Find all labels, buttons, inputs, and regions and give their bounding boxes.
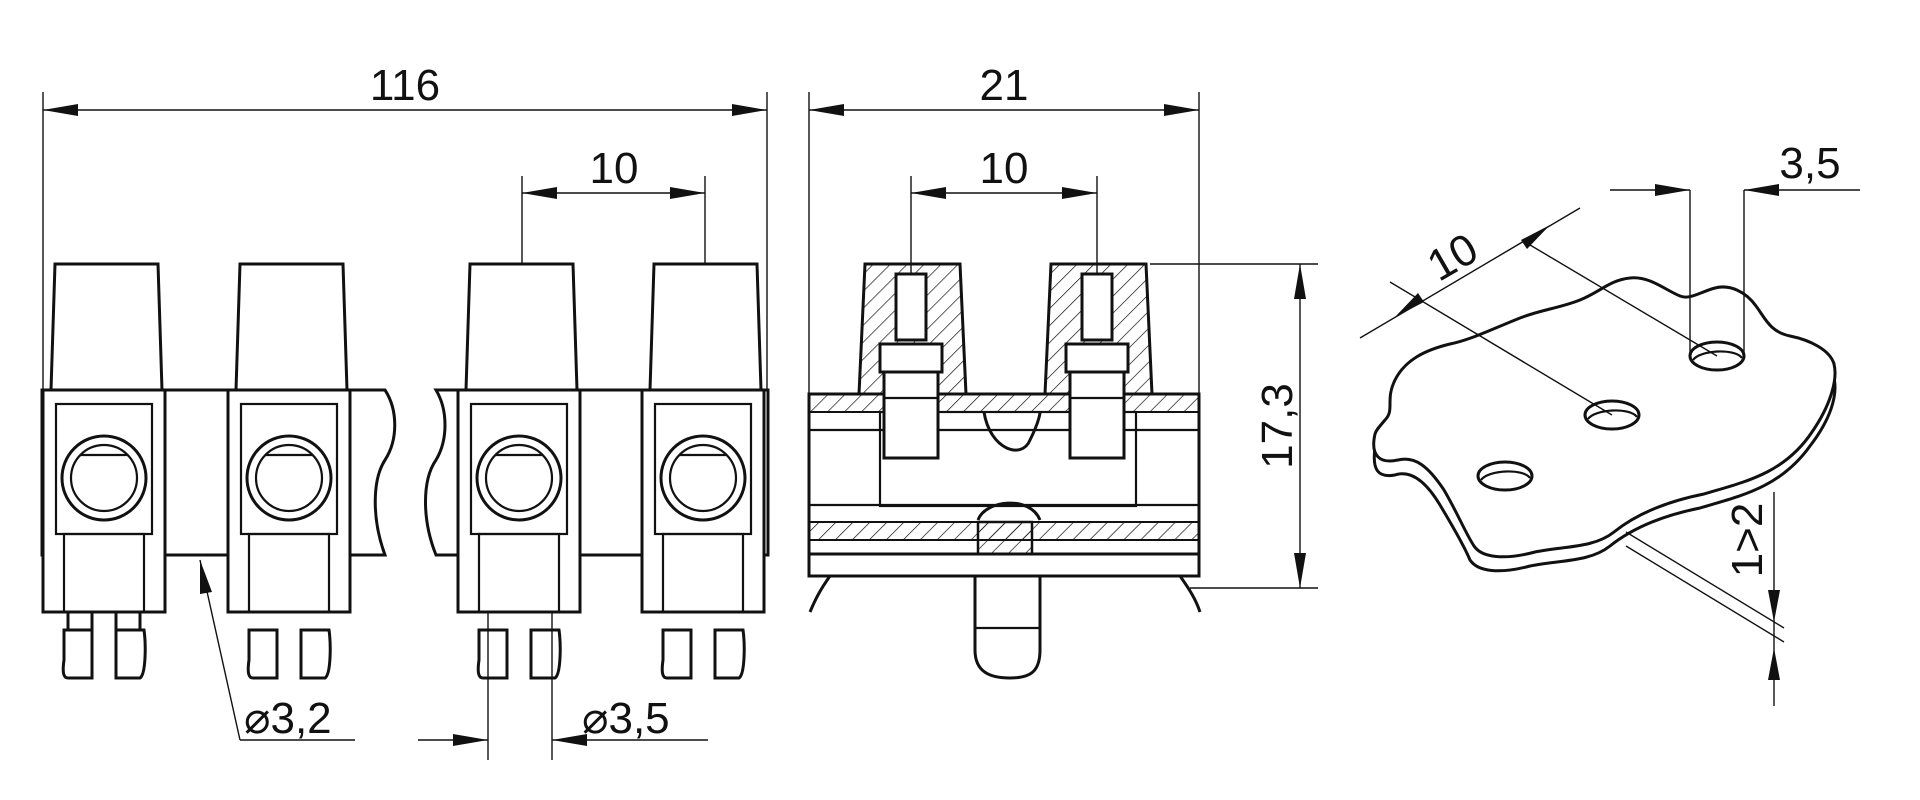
dim-label-10-plate: 10 bbox=[1419, 224, 1486, 291]
dim-label-10-side: 10 bbox=[980, 144, 1029, 193]
dim-label-21: 21 bbox=[980, 61, 1029, 110]
terminal-unit bbox=[640, 262, 766, 680]
dim-label-dia-3-5: ⌀3,5 bbox=[582, 694, 670, 743]
front-view: 116 10 ⌀3,2 ⌀3,5 bbox=[40, 61, 770, 760]
dimension-overall-length: 116 bbox=[42, 61, 768, 390]
dimension-pitch-side: 10 bbox=[910, 144, 1098, 274]
dim-label-116: 116 bbox=[370, 61, 440, 110]
terminal-unit bbox=[41, 262, 167, 680]
dim-label-10-front: 10 bbox=[590, 144, 639, 193]
dim-label-17-3: 17,3 bbox=[1253, 383, 1302, 469]
mounting-plate-view: 10 3,5 1>2 bbox=[1359, 139, 1860, 706]
dimension-hole-dia-large: ⌀3,5 bbox=[418, 612, 708, 760]
dimension-overall-width: 21 bbox=[808, 61, 1200, 394]
dim-label-1-2: 1>2 bbox=[1723, 503, 1772, 578]
terminal-unit bbox=[226, 262, 352, 680]
side-section-view: 21 10 17,3 bbox=[807, 61, 1318, 680]
dimension-plate-gap: 1>2 bbox=[1625, 492, 1785, 706]
dimension-hole-offset: 3,5 bbox=[1610, 139, 1860, 356]
dimension-height: 17,3 bbox=[1150, 263, 1318, 589]
dimension-hole-dia-small: ⌀3,2 bbox=[199, 559, 355, 743]
terminal-unit bbox=[456, 262, 582, 680]
dim-label-3-5: 3,5 bbox=[1779, 139, 1840, 188]
dim-label-dia-3-2: ⌀3,2 bbox=[244, 694, 332, 743]
dimension-pitch-front: 10 bbox=[521, 144, 706, 264]
